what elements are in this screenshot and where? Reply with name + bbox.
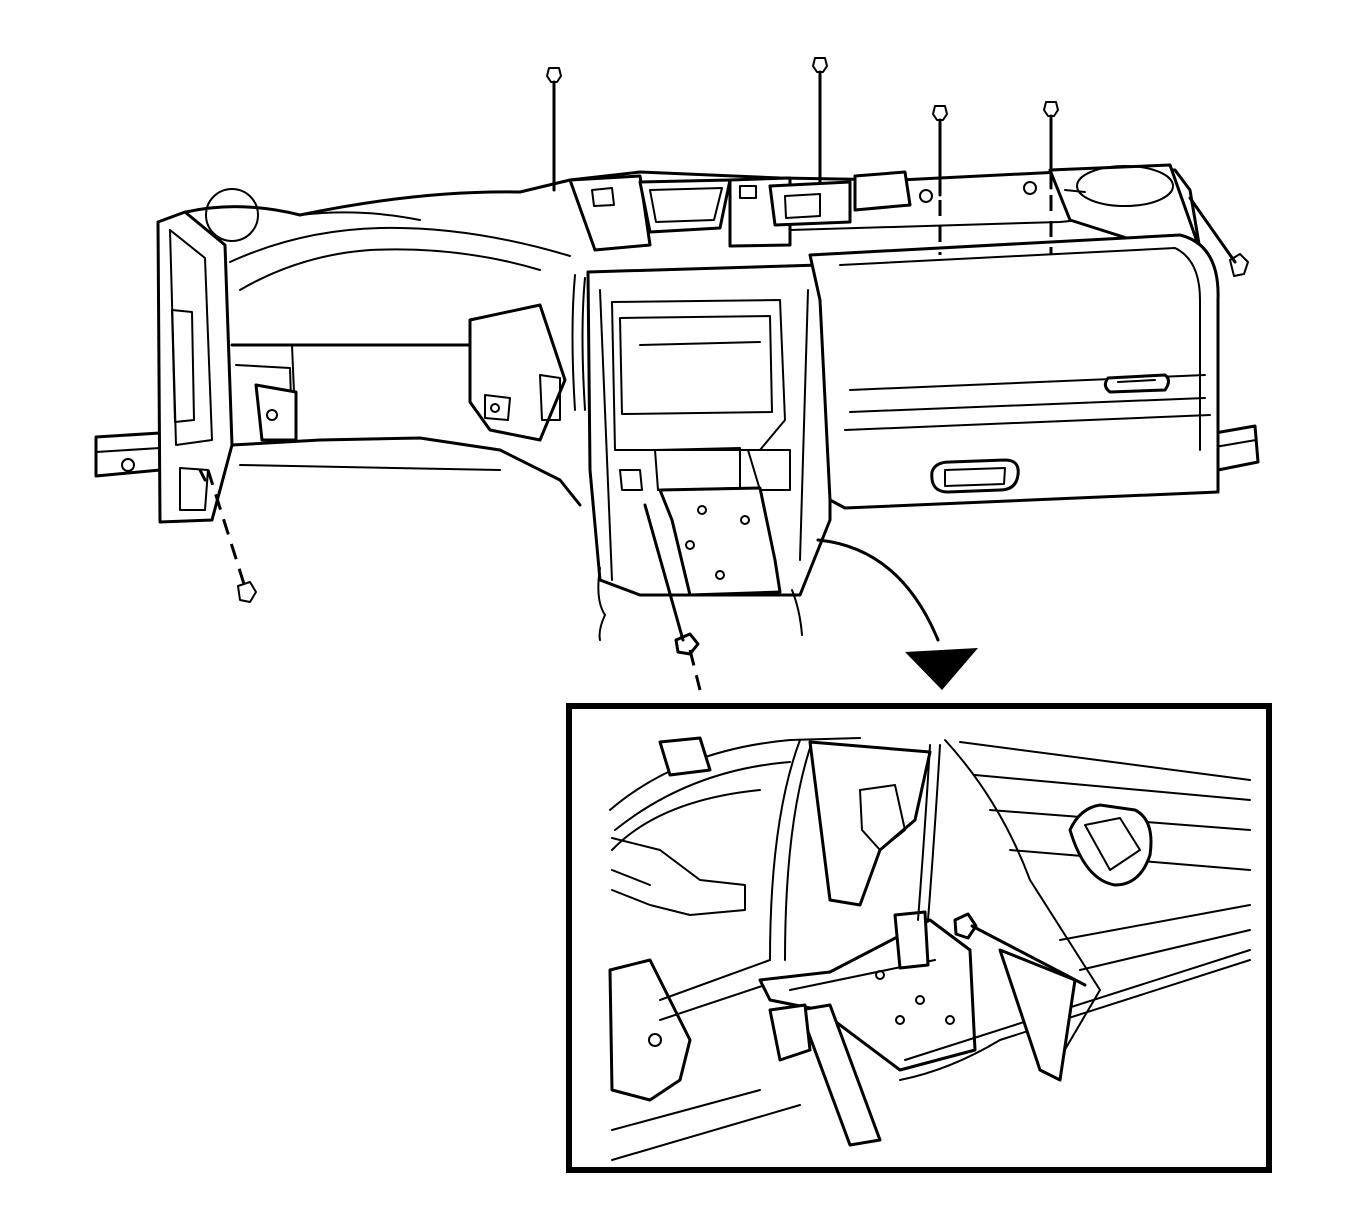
top-bolt-3 [932, 105, 948, 255]
top-bolt-2 [812, 57, 828, 184]
side-bolt-left [198, 468, 257, 603]
top-bolt-1 [546, 67, 562, 192]
side-bolt-right [1188, 196, 1249, 277]
lower-fastener [643, 503, 702, 691]
instrument-panel-carrier [94, 163, 1260, 641]
top-bolt-4 [1043, 101, 1059, 255]
detail-view [566, 703, 1272, 1173]
curved-arrow-icon [816, 538, 978, 690]
